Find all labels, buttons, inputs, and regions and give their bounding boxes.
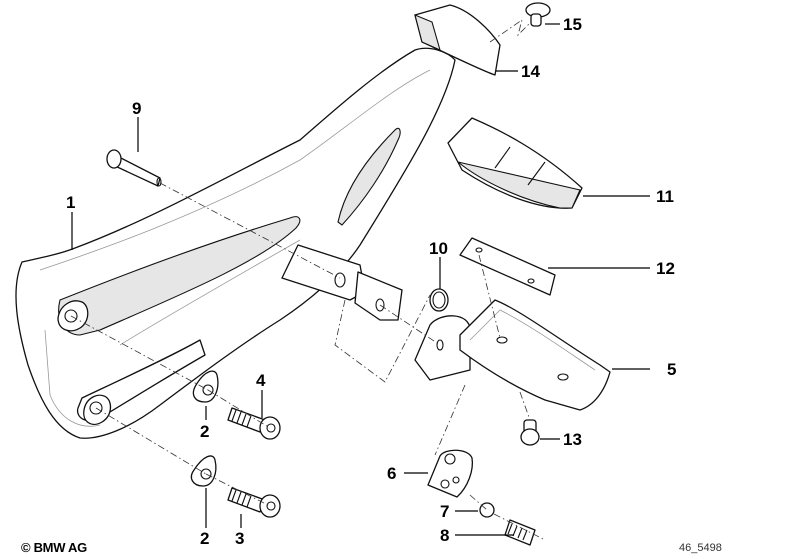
label-part-7: 7 — [440, 502, 450, 521]
label-part-4: 4 — [256, 371, 266, 390]
label-part-14: 14 — [521, 62, 540, 81]
footpeg-part-5[interactable] — [414, 299, 611, 411]
label-part-3: 3 — [235, 529, 245, 548]
washer-part-2-lower[interactable] — [190, 455, 217, 487]
bolt-part-4[interactable] — [227, 407, 281, 440]
label-part-13: 13 — [563, 430, 582, 449]
spring-part-8[interactable] — [504, 519, 536, 546]
bracket-part-1[interactable] — [15, 47, 456, 439]
label-part-1: 1 — [66, 193, 76, 212]
label-part-2-upper: 2 — [200, 422, 210, 441]
label-part-11: 11 — [656, 187, 674, 206]
bolt-part-3[interactable] — [227, 487, 281, 518]
label-part-9: 9 — [132, 99, 142, 118]
screw-part-15[interactable] — [525, 2, 551, 27]
drawing-number: 46_5498 — [679, 542, 722, 554]
cap-part-14[interactable] — [414, 4, 501, 76]
label-part-8: 8 — [440, 526, 450, 545]
label-part-2-lower: 2 — [200, 529, 210, 548]
leader-lines — [71, 23, 650, 536]
copyright-text: © BMW AG — [21, 540, 87, 555]
plate-part-12[interactable] — [459, 237, 556, 296]
label-part-15: 15 — [563, 15, 582, 34]
ball-part-7[interactable] — [479, 502, 495, 518]
assembly-lines — [70, 19, 546, 541]
rubber-part-11[interactable] — [447, 117, 583, 209]
screw-part-13[interactable] — [520, 419, 540, 446]
detent-plate-part-6[interactable] — [427, 449, 474, 498]
label-part-12: 12 — [656, 259, 675, 278]
label-part-5: 5 — [667, 360, 677, 379]
washer-part-2-upper[interactable] — [192, 370, 219, 403]
circlip-part-10[interactable] — [429, 288, 449, 312]
label-part-6: 6 — [387, 464, 397, 483]
pin-part-9[interactable] — [106, 149, 162, 187]
label-part-10: 10 — [429, 239, 448, 258]
